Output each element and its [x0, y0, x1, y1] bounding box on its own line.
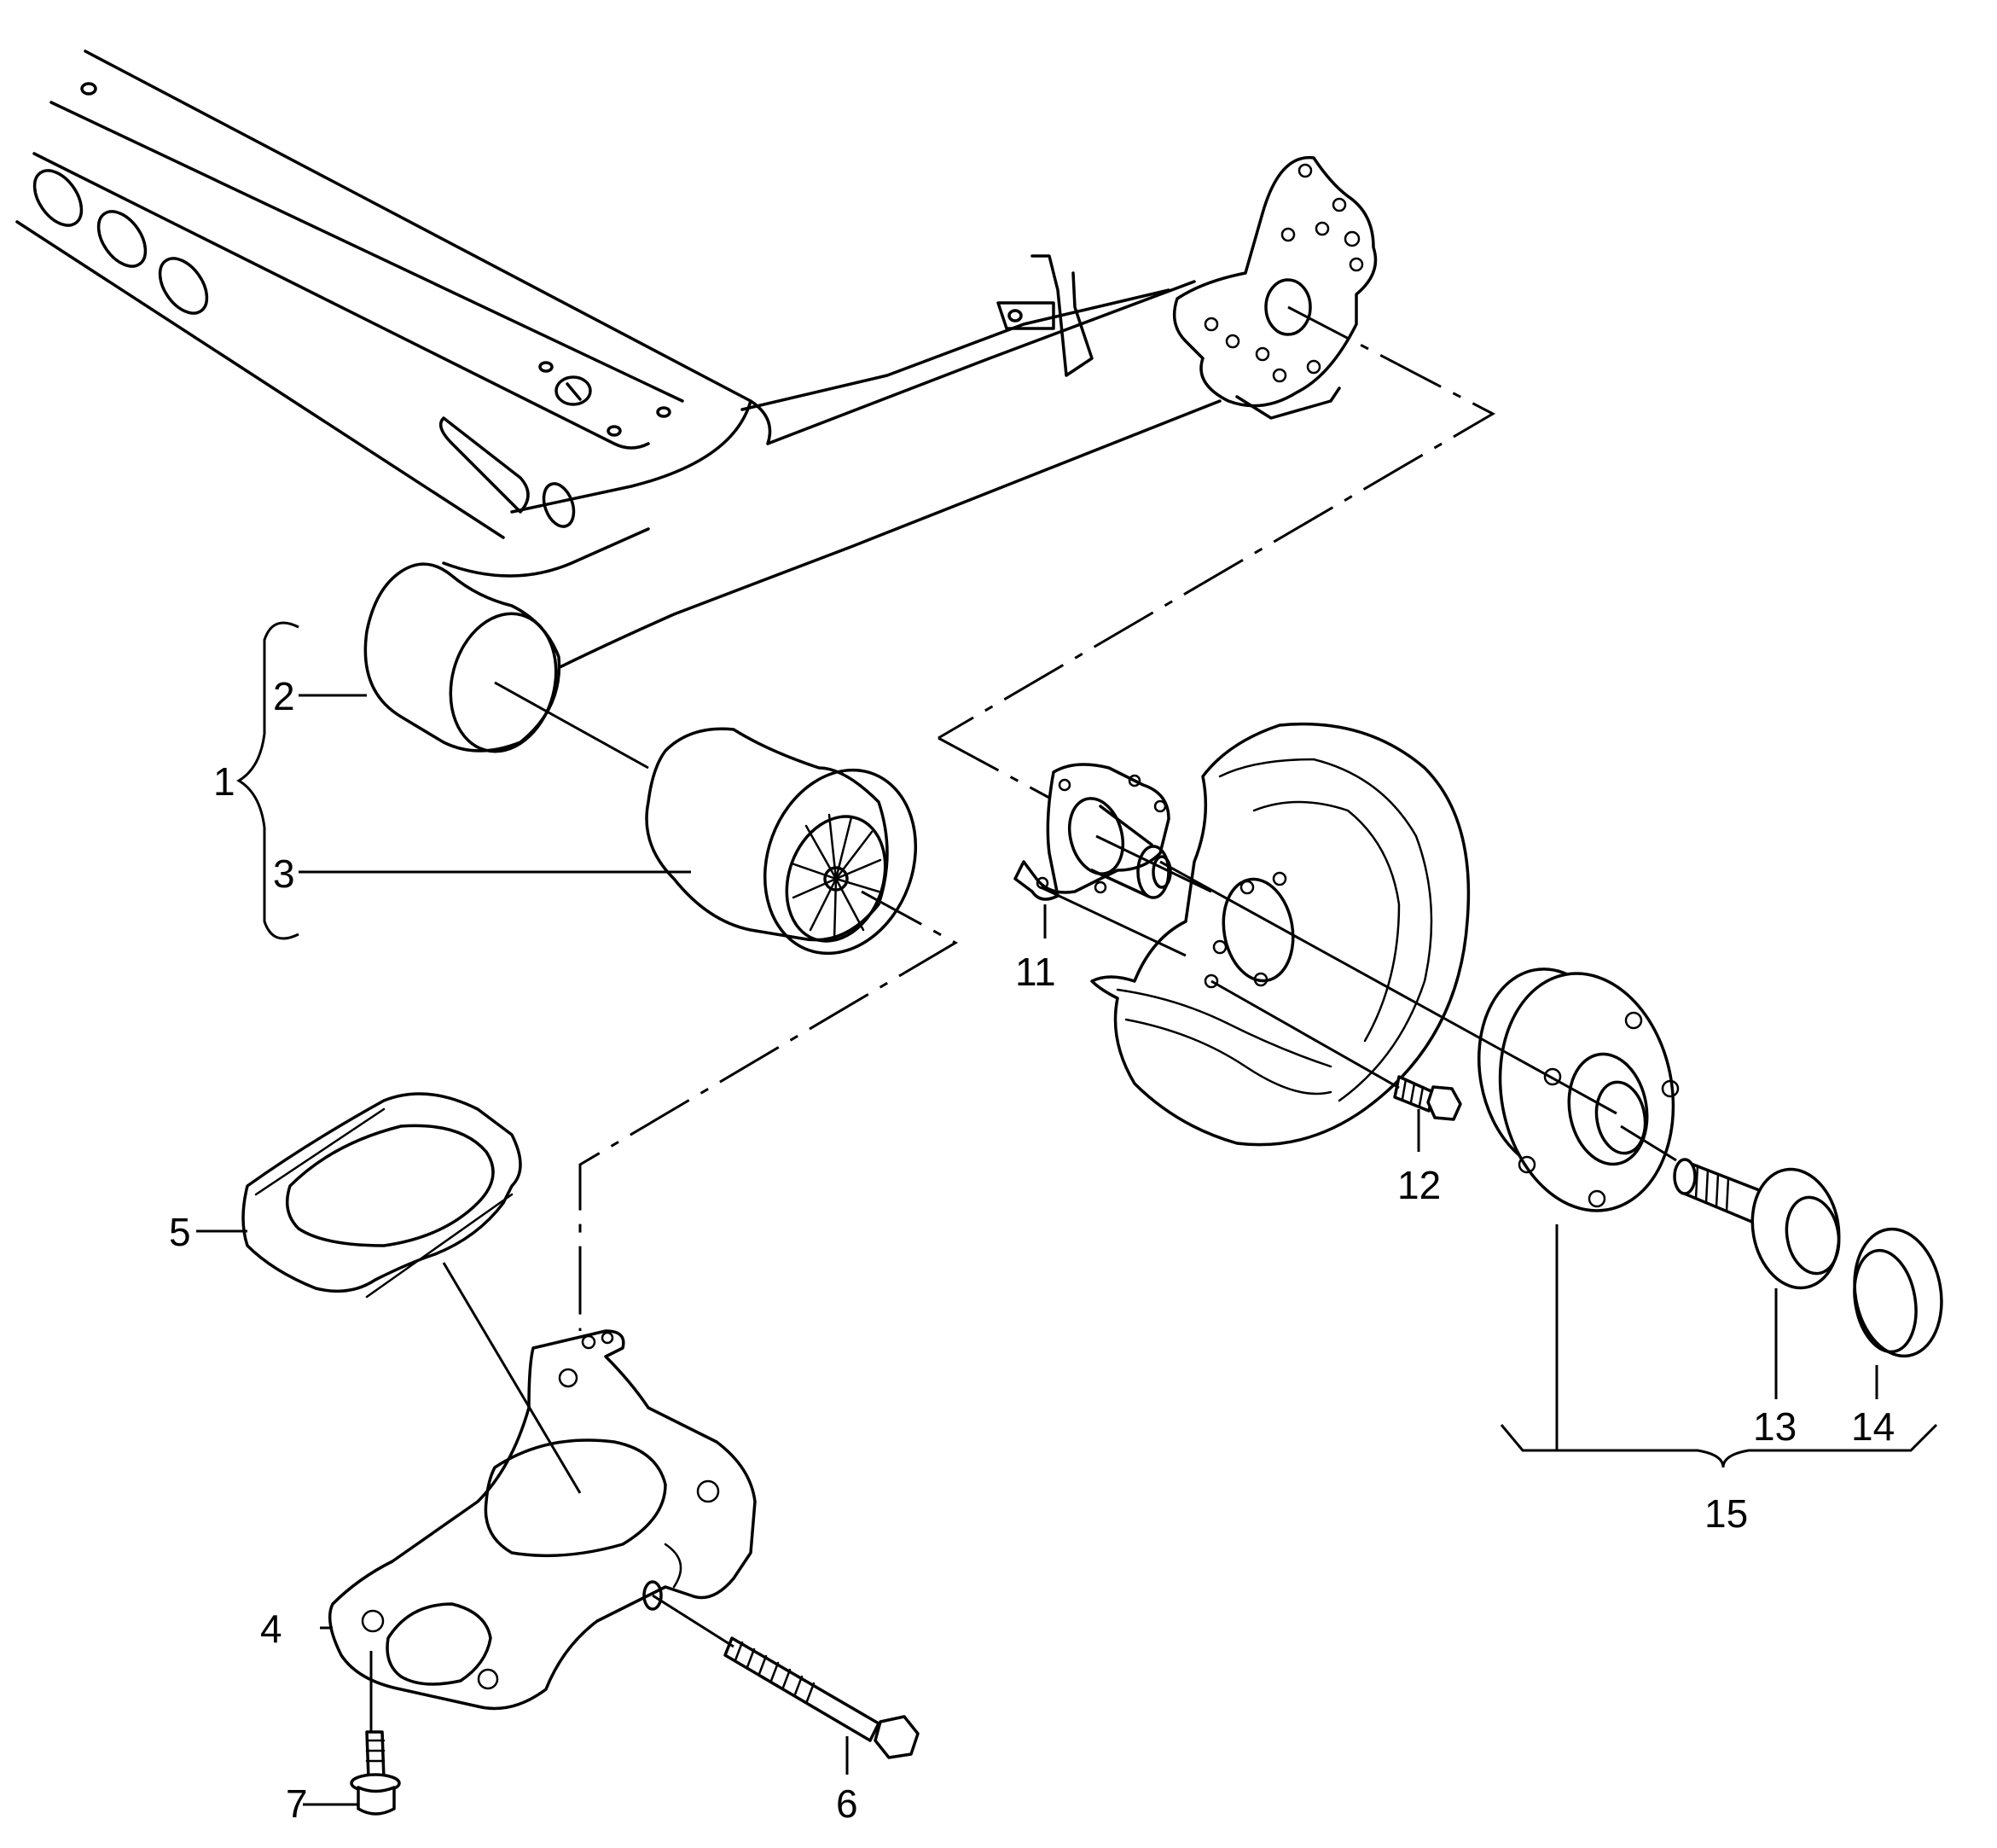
callout-4: 4: [260, 1607, 282, 1651]
backing-plate: [1090, 722, 1471, 1147]
callout-7: 7: [286, 1781, 308, 1826]
callout-5: 5: [169, 1210, 191, 1254]
callout-15: 15: [1704, 1491, 1748, 1536]
hexagon-bolt-small: [1393, 1075, 1462, 1121]
wheel-hub: [1477, 968, 1680, 1212]
callout-leaders: [196, 621, 1938, 1806]
assembly-lines: [442, 305, 1677, 1648]
callout-14: 14: [1851, 1404, 1895, 1449]
callout-3: 3: [273, 851, 295, 896]
callout-12: 12: [1397, 1163, 1441, 1207]
rubber-bushing: [645, 727, 918, 956]
axle-beam: [15, 49, 1378, 676]
dust-cap: [1853, 1227, 1943, 1358]
callout-2: 2: [273, 674, 295, 718]
callout-labels: 1 2 3 4 5 6 7 11 12 13 14 15: [169, 674, 1895, 1826]
callout-13: 13: [1753, 1404, 1797, 1449]
hub-bolt: [1673, 1158, 1841, 1290]
callout-1: 1: [213, 759, 235, 804]
bushing-housing: [363, 562, 561, 753]
mounting-bracket: [328, 1329, 757, 1711]
wheel-bearing-housing: [1013, 763, 1172, 901]
hexagon-bolt-7: [350, 1730, 401, 1816]
long-hexagon-bolt: [723, 1636, 920, 1759]
mounting-pad: [241, 1092, 522, 1299]
callout-11: 11: [1015, 950, 1056, 994]
callout-6: 6: [836, 1781, 858, 1826]
